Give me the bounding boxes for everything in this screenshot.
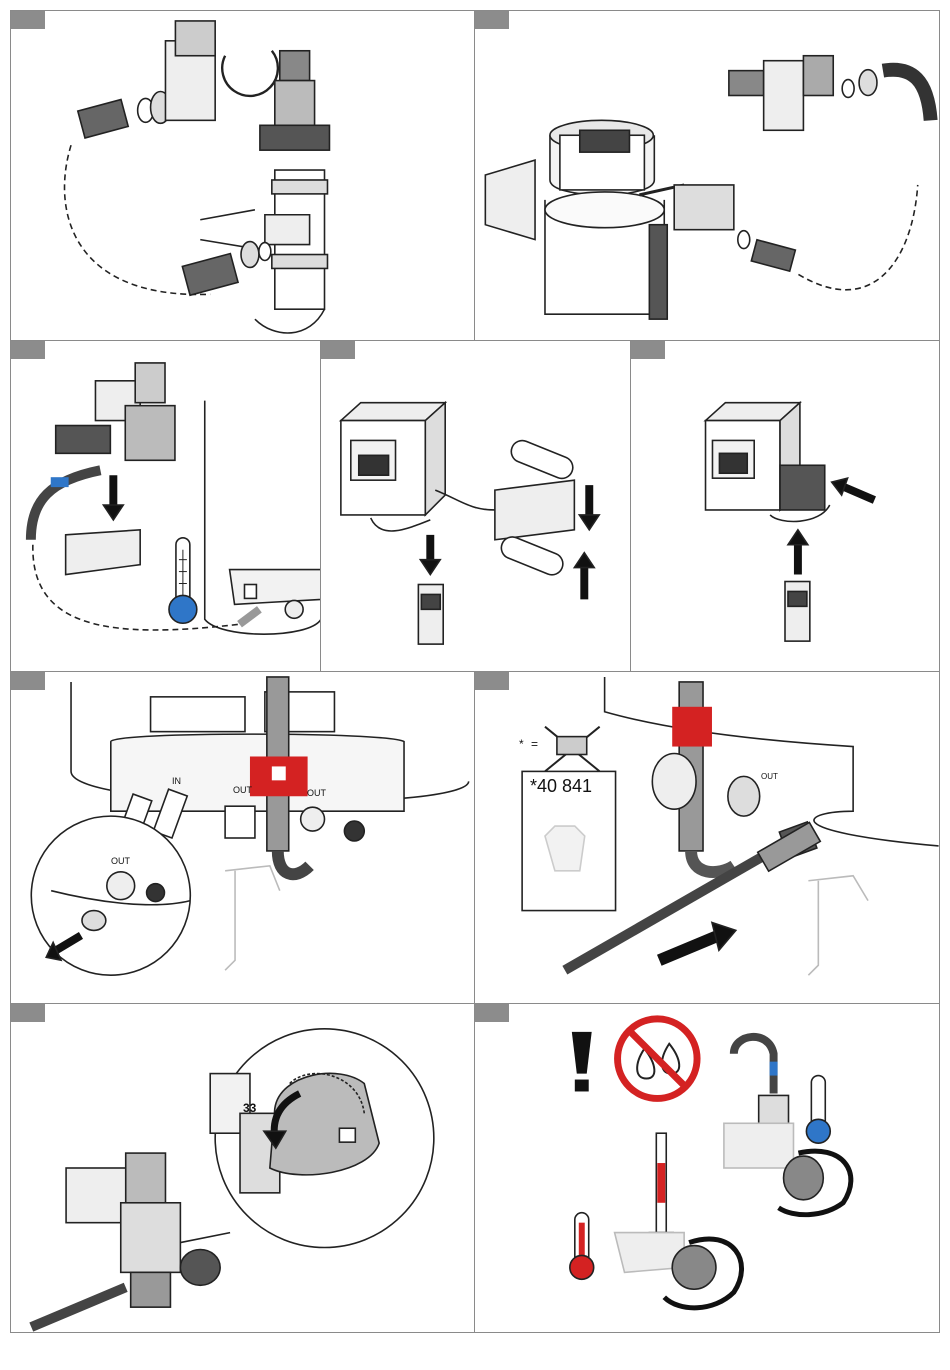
scale-marking: 33	[243, 1101, 256, 1115]
label-out-zoom: OUT	[111, 856, 130, 866]
valve-knob-illustration	[11, 1004, 475, 1332]
cover-close-illustration	[631, 341, 939, 672]
battery-insert-illustration	[321, 341, 631, 672]
thermometer-cold-icon	[806, 1076, 830, 1144]
step-panel-4	[320, 340, 632, 673]
ref-equals: =	[531, 737, 538, 751]
ports-connection-illustration	[11, 672, 475, 1004]
label-out-panel7: OUT	[761, 772, 778, 781]
ref-prefix: *	[519, 737, 524, 751]
ref-number: *40 841	[530, 776, 592, 797]
mounting-illustration	[11, 341, 321, 672]
drain-tee-illustration	[11, 11, 475, 341]
step-panel-3	[10, 340, 322, 673]
warning-exclamation-icon	[572, 1032, 592, 1092]
step-panel-7: * = *40 841 OUT	[474, 671, 940, 1005]
label-out-middle: OUT	[233, 785, 252, 795]
filter-valve-illustration	[475, 11, 939, 341]
step-panel-1	[10, 10, 476, 342]
label-out-right: OUT	[307, 788, 326, 798]
step-panel-5	[630, 340, 940, 673]
step-panel-8: 33	[10, 1003, 476, 1333]
step-panel-6: IN OUT OUT OUT	[10, 671, 476, 1005]
step-panel-2	[474, 10, 940, 342]
thermometer-hot-icon	[570, 1213, 594, 1280]
thermometer-cold-icon	[169, 538, 197, 623]
label-in: IN	[172, 776, 181, 786]
no-water-drops-icon	[618, 1019, 698, 1099]
step-panel-9	[474, 1003, 940, 1333]
optional-part-illustration	[475, 672, 939, 1004]
hot-cold-warning-illustration	[475, 1004, 939, 1332]
